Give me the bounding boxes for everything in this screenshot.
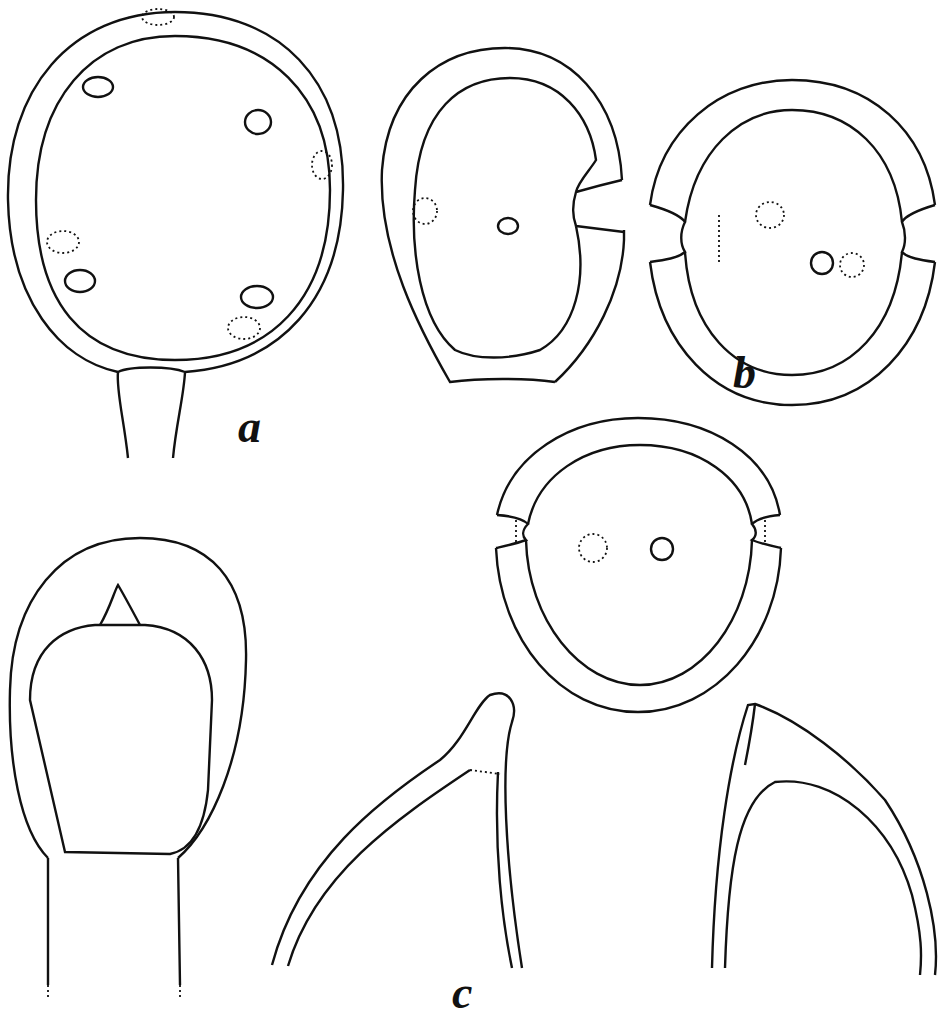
- spore-c-apex: [712, 704, 936, 975]
- cell-wall-outer: [712, 704, 936, 975]
- germ-pore: [650, 205, 935, 262]
- hidden-pore: [312, 151, 332, 179]
- spore-c-apex: [10, 538, 246, 1000]
- hidden-pore: [142, 9, 174, 25]
- spore-b-side: [382, 48, 624, 382]
- hidden-pore: [413, 198, 437, 224]
- cell-wall-outer: [382, 48, 624, 382]
- stalk-end: [48, 985, 180, 1000]
- pore-outline: [764, 520, 766, 545]
- spore-b-face: [496, 418, 781, 712]
- figure-letter: c: [452, 970, 472, 1016]
- hidden-pore: [579, 534, 607, 562]
- germ-pore: [245, 110, 271, 134]
- pore-outline: [515, 520, 517, 545]
- stalk: [118, 368, 185, 459]
- pore-outline: [718, 215, 720, 265]
- cell-wall-outer: [8, 12, 343, 372]
- stalk: [48, 858, 180, 985]
- cell-wall-inner: [725, 781, 921, 975]
- cell-wall-inner: [685, 110, 902, 375]
- hidden-pore: [756, 202, 784, 228]
- figure-letter: b: [733, 350, 756, 396]
- cell-wall-inner: [414, 78, 596, 358]
- germ-pore: [498, 218, 518, 234]
- apical-beak: [745, 704, 755, 765]
- spore-b-face: [650, 80, 935, 405]
- germ-pore: [651, 538, 673, 560]
- hidden-pore: [228, 317, 260, 339]
- apical-thickening: [100, 585, 140, 625]
- cell-wall-inner: [526, 445, 752, 685]
- hidden-pore: [47, 231, 79, 253]
- cell-wall-outer: [272, 693, 522, 968]
- spore-a: [8, 9, 343, 458]
- hidden-pore: [840, 253, 864, 277]
- germ-pore: [241, 286, 273, 308]
- cell-wall-inner: [288, 770, 512, 968]
- cell-wall-outer: [10, 538, 246, 858]
- germ-pore: [573, 180, 624, 232]
- germ-pore: [496, 515, 781, 548]
- cell-wall-outer: [496, 418, 781, 712]
- germ-pore: [811, 252, 833, 274]
- cell-wall-inner: [36, 36, 330, 360]
- apex-boundary: [470, 770, 500, 774]
- cell-wall-outer: [650, 80, 935, 405]
- germ-pore: [83, 77, 113, 97]
- spore-c-apex: [272, 693, 522, 968]
- figure-letter: a: [238, 404, 261, 450]
- germ-pore: [65, 270, 95, 292]
- cell-wall-inner: [30, 625, 212, 854]
